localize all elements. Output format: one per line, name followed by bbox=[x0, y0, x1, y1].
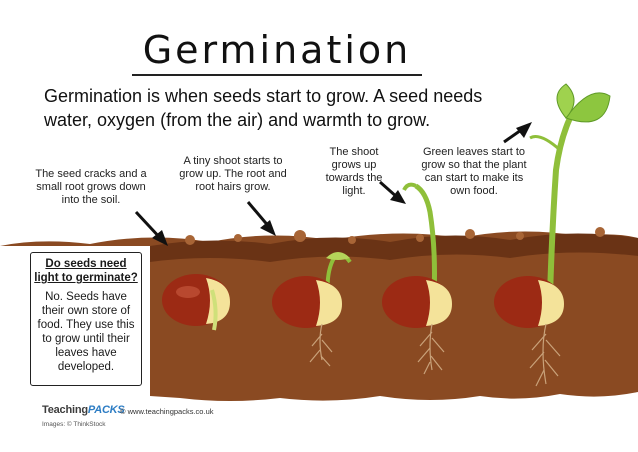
copyright-text: © www.teachingpacks.co.uk bbox=[120, 407, 214, 416]
soil-topsoil bbox=[150, 233, 638, 262]
intro-text: Germination is when seeds start to grow.… bbox=[44, 86, 483, 130]
soil-crumbs bbox=[185, 227, 605, 245]
question-box: Do seeds need light to germinate? No. Se… bbox=[30, 252, 142, 386]
page-title: Germination bbox=[142, 28, 412, 72]
logo-accent: PACKS bbox=[87, 404, 125, 416]
seedling-leaf-right bbox=[565, 92, 611, 123]
caption-stage-1: The seed cracks and a small root grows d… bbox=[35, 168, 147, 206]
caption-stage-2: A tiny shoot starts to grow up. The root… bbox=[179, 155, 287, 193]
images-credit: Images: © ThinkStock bbox=[42, 421, 106, 428]
teachingpacks-logo: TeachingPACKS bbox=[42, 404, 125, 416]
title-underline bbox=[132, 74, 422, 76]
seed-stage-1 bbox=[162, 274, 230, 331]
caption-stage-3: The shoot grows up towards the light. bbox=[325, 146, 383, 197]
arrow-stage-3 bbox=[379, 180, 406, 204]
question-title: Do seeds need light to germinate? bbox=[34, 258, 138, 284]
seedling-leaf-left bbox=[556, 83, 575, 119]
arrow-stage-2 bbox=[246, 201, 276, 236]
logo-main: Teaching bbox=[42, 404, 88, 416]
question-answer: No. Seeds have their own store of food. … bbox=[37, 291, 135, 373]
arrow-stage-1 bbox=[134, 210, 168, 246]
caption-stage-4: Green leaves start to grow so that the p… bbox=[421, 146, 527, 197]
seed-stage-2 bbox=[272, 252, 352, 367]
seed-stage-3 bbox=[382, 182, 452, 375]
arrow-stage-4 bbox=[503, 122, 532, 144]
seed-stage-4 bbox=[494, 83, 611, 387]
